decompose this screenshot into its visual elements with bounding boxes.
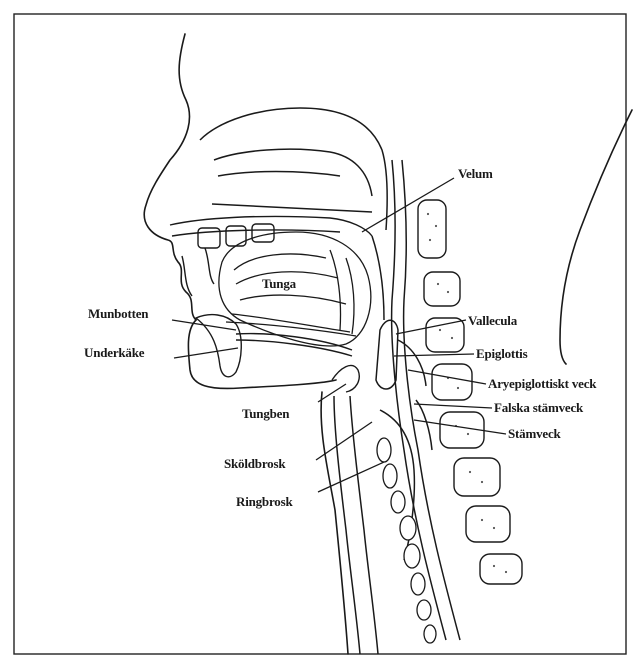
leader-skoldbrosk [316, 422, 372, 460]
label-vallecula: Vallecula [468, 313, 517, 329]
figure-frame [14, 14, 626, 654]
nasal-cavity [200, 108, 387, 230]
vertebrae [418, 200, 522, 584]
label-ringbrosk: Ringbrosk [236, 494, 292, 510]
label-tunga: Tunga [262, 276, 296, 292]
leader-falska-stamveck [414, 404, 492, 408]
label-underkake: Underkäke [84, 345, 144, 361]
label-velum: Velum [458, 166, 493, 182]
leader-epiglottis [394, 354, 474, 356]
label-munbotten: Munbotten [88, 306, 148, 322]
label-tungben: Tungben [242, 406, 289, 422]
label-falska-stamveck: Falska stämveck [494, 400, 583, 416]
label-skoldbrosk: Sköldbrosk [224, 456, 285, 472]
leader-underkake [174, 348, 238, 358]
label-epiglottis: Epiglottis [476, 346, 527, 362]
leader-ringbrosk [318, 462, 384, 492]
label-stamveck: Stämveck [508, 426, 561, 442]
label-aryepiglottiskt-veck: Aryepiglottiskt veck [488, 376, 596, 392]
